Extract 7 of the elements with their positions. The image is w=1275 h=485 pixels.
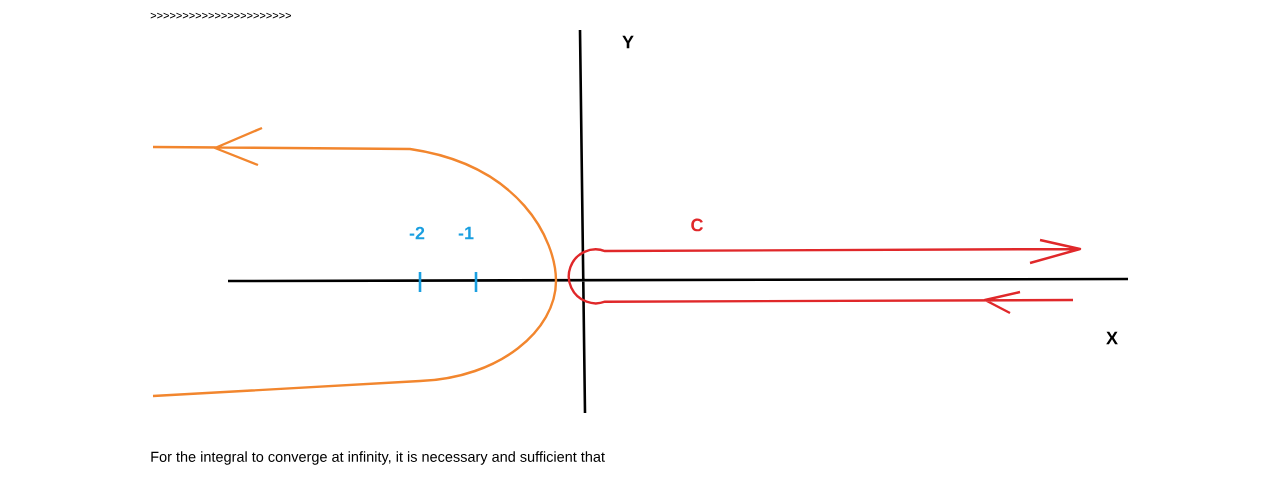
contour-label: C [691,218,703,232]
axis-label: X [1106,331,1118,345]
tick-label: -1 [458,226,474,240]
axis-label: Y [622,35,634,49]
caption-text: For the integral to converge at infinity, it is necessary and sufficient that [151,451,605,465]
tick-label: -2 [409,226,425,240]
header-text: >>>>>>>>>>>>>>>>>>>>>> [150,12,291,19]
